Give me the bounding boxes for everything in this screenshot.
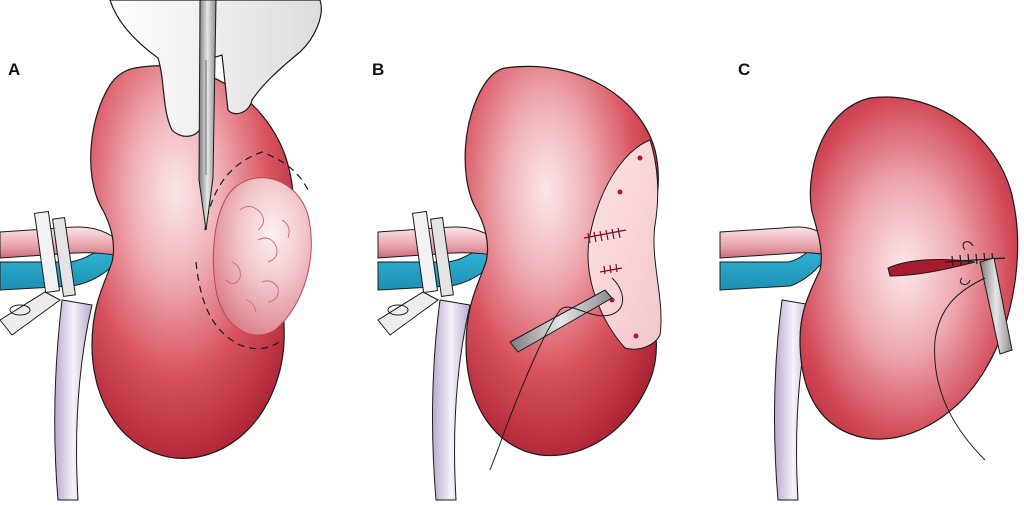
kidney [464,65,659,457]
renal-artery [719,226,833,259]
suture-line-lower [599,263,623,275]
suture-knot [959,241,974,285]
ureter [54,299,93,501]
panel-label-b: B [372,60,385,79]
panel-a [0,0,322,501]
kidney [90,65,295,459]
suture-line [944,252,1006,267]
vascular-clamp [0,210,76,336]
tumor [212,177,312,336]
scalpel [198,0,217,231]
tumor-texture [225,206,290,313]
suture-thread [489,277,624,471]
ureter [432,299,471,501]
suture-thread [934,277,986,461]
vessel-stumps [609,155,643,339]
needle-holder [509,289,613,353]
panel-c [719,96,1019,501]
suture-line-upper [583,227,627,244]
vascular-clamp [377,210,454,336]
panel-label-c: C [738,60,751,79]
needle-holder [979,257,1013,355]
panel-label-a: A [8,60,21,79]
resection-margin [195,151,309,350]
panel-b [377,65,662,501]
